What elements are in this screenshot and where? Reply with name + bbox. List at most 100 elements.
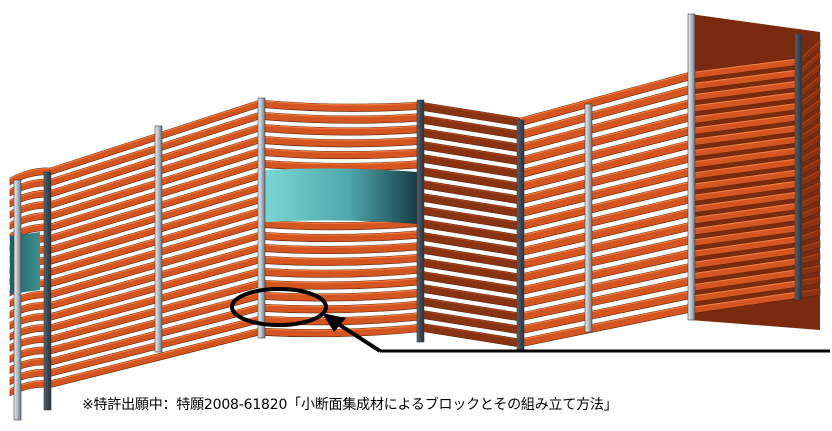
- slat-highlight: [689, 69, 801, 85]
- glass-panel: [265, 168, 418, 224]
- slat-highlight: [259, 324, 421, 331]
- slat: [799, 98, 821, 121]
- slat: [799, 276, 821, 288]
- slat: [799, 145, 821, 166]
- slat-highlight: [689, 158, 801, 175]
- slat-highlight: [259, 230, 421, 236]
- post: [13, 179, 22, 421]
- slat-highlight: [419, 232, 521, 250]
- slat-highlight: [419, 141, 521, 159]
- slat-highlight: [689, 113, 801, 130]
- slat-highlight: [419, 284, 521, 302]
- slat-highlight: [689, 280, 801, 298]
- slat-highlight: [689, 135, 801, 152]
- slat-highlight: [419, 206, 521, 224]
- slat-highlight: [519, 236, 691, 276]
- slat-highlight: [259, 136, 421, 141]
- patent-note-caption: ※特許出願中：特願2008-61820「小断面集成材によるブロックとその組み立て…: [82, 397, 618, 413]
- slat-highlight: [259, 254, 421, 260]
- slat-highlight: [519, 263, 691, 302]
- slat: [799, 228, 821, 243]
- slat: [799, 205, 821, 221]
- slat: [799, 193, 821, 210]
- slat-highlight: [689, 202, 801, 219]
- slat-highlight: [259, 266, 421, 272]
- post: [584, 103, 593, 333]
- slat-highlight: [419, 245, 521, 263]
- arrow-icon: [322, 313, 382, 353]
- slat-highlight: [689, 268, 801, 286]
- slat-highlight: [519, 113, 691, 159]
- slat: [799, 86, 821, 110]
- slat: [259, 123, 421, 136]
- slat-highlight: [419, 310, 521, 328]
- post: [43, 171, 52, 411]
- slat-highlight: [259, 242, 421, 248]
- slat-highlight: [419, 219, 521, 237]
- slat-highlight: [519, 140, 691, 185]
- slat-highlight: [519, 167, 691, 211]
- slat-highlight: [259, 124, 421, 130]
- slat: [799, 134, 821, 155]
- slat: [799, 122, 821, 144]
- slat-highlight: [519, 72, 691, 120]
- slat: [799, 51, 821, 77]
- slat-highlight: [419, 180, 521, 198]
- slat-highlight: [259, 277, 421, 284]
- slat: [799, 169, 821, 188]
- slat-highlight: [689, 180, 801, 197]
- slat: [799, 62, 821, 88]
- slat-highlight: [689, 213, 801, 230]
- slat-highlight: [519, 290, 691, 328]
- slat-highlight: [259, 112, 421, 118]
- slat: [259, 99, 421, 112]
- slat: [259, 253, 421, 266]
- slat-highlight: [259, 160, 421, 165]
- slat-highlight: [689, 246, 801, 264]
- slat-highlight: [689, 169, 801, 186]
- slat: [259, 230, 421, 243]
- slat-highlight: [519, 181, 691, 224]
- slat-highlight: [519, 222, 691, 263]
- slat-highlight: [519, 249, 691, 289]
- slat-highlight: [259, 148, 421, 153]
- slat-highlight: [9, 168, 51, 180]
- slat-highlight: [519, 277, 691, 315]
- slat-highlight: [689, 80, 801, 96]
- slat-highlight: [259, 289, 421, 296]
- slat-highlight: [689, 224, 801, 242]
- post: [794, 33, 803, 301]
- slat-highlight: [689, 257, 801, 275]
- slat-highlight: [689, 191, 801, 208]
- slat-highlight: [419, 128, 521, 146]
- post: [154, 125, 163, 353]
- slat: [259, 111, 421, 124]
- slat: [259, 300, 421, 314]
- slat-highlight: [519, 126, 691, 172]
- slat: [799, 74, 821, 99]
- slat-highlight: [689, 91, 801, 107]
- slat-highlight: [519, 85, 691, 133]
- slat-highlight: [519, 304, 691, 341]
- slat: [799, 252, 821, 265]
- slat-highlight: [519, 99, 691, 146]
- slat: [799, 264, 821, 276]
- slat-highlight: [519, 154, 691, 198]
- slat: [259, 147, 421, 160]
- slat-highlight: [419, 323, 521, 341]
- slat: [799, 216, 821, 232]
- slat-highlight: [419, 167, 521, 185]
- slat-highlight: [419, 258, 521, 276]
- slat-highlight: [519, 208, 691, 250]
- slat-highlight: [419, 271, 521, 289]
- slat-highlight: [689, 235, 801, 253]
- slat-highlight: [519, 195, 691, 237]
- slat-highlight: [259, 100, 421, 106]
- slat: [799, 157, 821, 177]
- post: [687, 13, 696, 321]
- post: [516, 119, 525, 353]
- post: [257, 97, 266, 339]
- slat-highlight: [689, 146, 801, 163]
- slat: [259, 242, 421, 254]
